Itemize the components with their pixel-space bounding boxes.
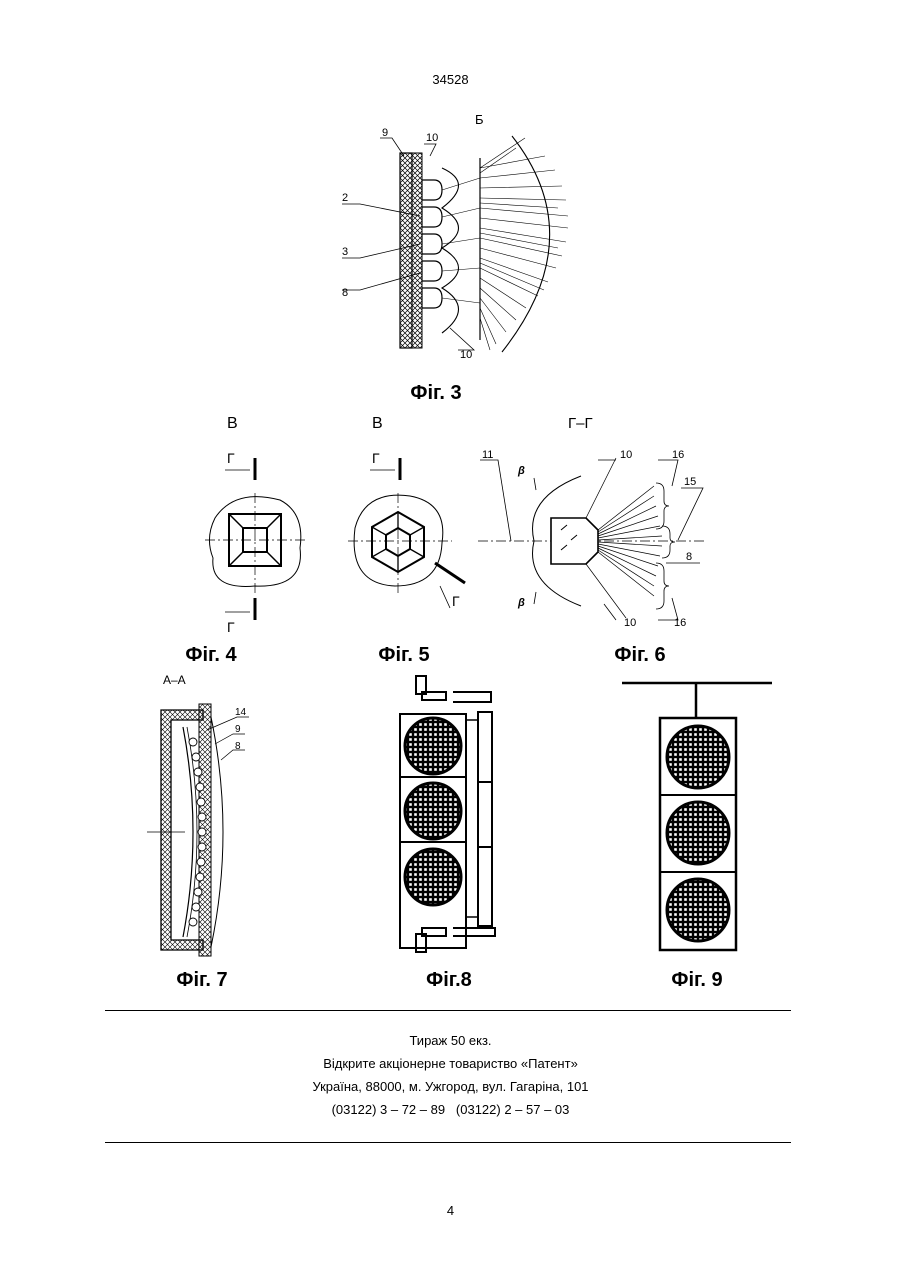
figure-5-drawing: В Г Г: [340, 408, 470, 633]
fig7-label-9: 9: [235, 724, 241, 735]
print-run: Тираж 50 екз.: [0, 1029, 901, 1052]
publisher-name: Відкрите акціонерне товариство «Патент»: [0, 1052, 901, 1075]
fig6-label-10-bottom: 10: [624, 617, 636, 629]
fig3-caption: Фіг. 3: [356, 382, 516, 405]
fig6-label-16-top: 16: [672, 449, 684, 461]
fig3-label-2: 2: [342, 192, 348, 204]
fig3-label-10-top: 10: [426, 132, 438, 144]
top-divider: [105, 1010, 791, 1011]
figure-7-drawing: А–А 14 9 8: [145, 672, 265, 962]
fig5-section-bottom: Г: [452, 593, 460, 609]
fig7-label-8: 8: [235, 741, 241, 752]
fig9-caption: Фіг. 9: [617, 969, 777, 992]
fig4-section-top: Г: [227, 450, 235, 466]
fig6-beta-top: β: [517, 465, 525, 477]
fig5-view-letter: В: [372, 415, 383, 432]
fig6-view-label: Г–Г: [568, 415, 593, 432]
figure-3-drawing: Б 9 10 2 3 8 10: [330, 108, 580, 378]
bottom-divider: [105, 1142, 791, 1143]
fig6-beta-bottom: β: [517, 597, 525, 609]
fig3-label-10-bottom: 10: [460, 349, 472, 361]
fig4-caption: Фіг. 4: [131, 644, 291, 667]
fig6-label-15: 15: [684, 476, 696, 488]
fig3-label-8: 8: [342, 287, 348, 299]
fig6-label-8: 8: [686, 551, 692, 563]
fig3-label-9: 9: [382, 127, 388, 139]
fig5-section-top: Г: [372, 450, 380, 466]
publisher-address: Україна, 88000, м. Ужгород, вул. Гагарін…: [0, 1075, 901, 1098]
fig7-caption: Фіг. 7: [122, 969, 282, 992]
patent-number: 34528: [0, 72, 901, 87]
fig7-label-14: 14: [235, 707, 247, 718]
figure-8-drawing: [378, 672, 518, 962]
fig6-label-11: 11: [482, 449, 493, 461]
fig3-label-3: 3: [342, 246, 348, 258]
fig6-label-10-top: 10: [620, 449, 632, 461]
figure-9-drawing: [618, 672, 778, 962]
fig7-view-label: А–А: [163, 673, 186, 687]
figure-4-drawing: В Г Г: [195, 408, 315, 633]
fig4-section-bottom: Г: [227, 619, 235, 633]
fig6-label-16-bottom: 16: [674, 617, 686, 629]
publisher-phones: (03122) 3 – 72 – 89 (03122) 2 – 57 – 03: [0, 1098, 901, 1121]
fig4-view-letter: В: [227, 415, 238, 432]
page-number: 4: [0, 1203, 901, 1218]
fig8-caption: Фіг.8: [369, 969, 529, 992]
fig5-caption: Фіг. 5: [324, 644, 484, 667]
figure-6-drawing: Г–Г 11 β β 10 16 15 8 10 16: [476, 408, 708, 638]
fig3-view-letter: Б: [475, 112, 484, 127]
fig6-caption: Фіг. 6: [560, 644, 720, 667]
